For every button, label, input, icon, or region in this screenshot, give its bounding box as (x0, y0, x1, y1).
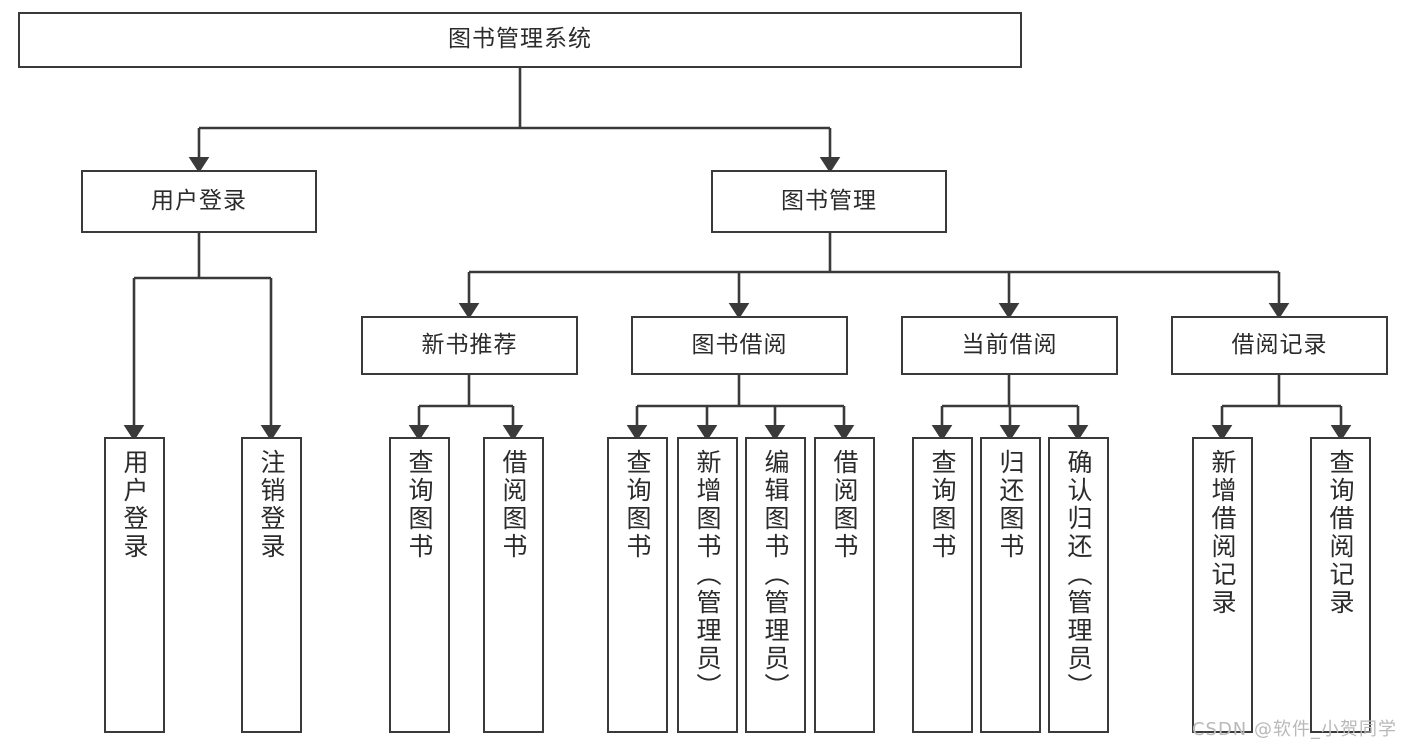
node-leaf-add-book-label: 新增图书（管理员） (693, 449, 722, 701)
node-borrow-record[interactable]: 借阅记录 (1171, 316, 1388, 375)
node-new-book-recommend-label: 新书推荐 (421, 331, 518, 358)
node-leaf-query-record[interactable]: 查询借阅记录 (1310, 437, 1371, 733)
node-leaf-return-book[interactable]: 归还图书 (980, 437, 1041, 733)
node-root-label: 图书管理系统 (448, 26, 592, 53)
node-leaf-borrow-book-1[interactable]: 借阅图书 (483, 437, 544, 733)
node-leaf-query-book-1-label: 查询图书 (405, 449, 434, 561)
node-leaf-query-book-1[interactable]: 查询图书 (389, 437, 450, 733)
node-leaf-confirm-return[interactable]: 确认归还（管理员） (1048, 437, 1109, 733)
node-leaf-add-record-label: 新增借阅记录 (1208, 449, 1237, 617)
node-leaf-query-book-2[interactable]: 查询图书 (607, 437, 668, 733)
node-leaf-query-book-3[interactable]: 查询图书 (912, 437, 973, 733)
node-borrow-record-label: 借阅记录 (1231, 331, 1328, 358)
node-leaf-edit-book-label: 编辑图书（管理员） (761, 449, 790, 701)
node-leaf-edit-book[interactable]: 编辑图书（管理员） (745, 437, 806, 733)
node-leaf-logout-login[interactable]: 注销登录 (241, 437, 302, 733)
node-leaf-add-book[interactable]: 新增图书（管理员） (677, 437, 738, 733)
node-leaf-query-book-3-label: 查询图书 (928, 449, 957, 561)
node-leaf-borrow-book-2[interactable]: 借阅图书 (814, 437, 875, 733)
node-book-management[interactable]: 图书管理 (711, 170, 947, 233)
node-new-book-recommend[interactable]: 新书推荐 (361, 316, 578, 375)
node-leaf-user-login-label: 用户登录 (120, 449, 149, 561)
node-book-borrow-label: 图书借阅 (691, 331, 788, 358)
node-leaf-query-book-2-label: 查询图书 (623, 449, 652, 561)
watermark-text: CSDN @软件_小贺同学 (1191, 719, 1397, 740)
node-leaf-borrow-book-2-label: 借阅图书 (830, 449, 859, 561)
node-book-management-label: 图书管理 (781, 187, 877, 214)
node-leaf-borrow-book-1-label: 借阅图书 (499, 449, 528, 561)
node-user-login[interactable]: 用户登录 (81, 170, 317, 233)
node-leaf-query-record-label: 查询借阅记录 (1326, 449, 1355, 617)
node-leaf-user-login[interactable]: 用户登录 (104, 437, 165, 733)
node-user-login-label: 用户登录 (151, 187, 247, 214)
node-current-borrow-label: 当前借阅 (961, 331, 1058, 358)
node-leaf-logout-login-label: 注销登录 (257, 449, 286, 561)
node-book-borrow[interactable]: 图书借阅 (631, 316, 848, 375)
node-leaf-confirm-return-label: 确认归还（管理员） (1064, 449, 1093, 701)
node-leaf-return-book-label: 归还图书 (996, 449, 1025, 561)
node-current-borrow[interactable]: 当前借阅 (901, 316, 1118, 375)
node-leaf-add-record[interactable]: 新增借阅记录 (1192, 437, 1253, 733)
node-root[interactable]: 图书管理系统 (18, 12, 1022, 68)
